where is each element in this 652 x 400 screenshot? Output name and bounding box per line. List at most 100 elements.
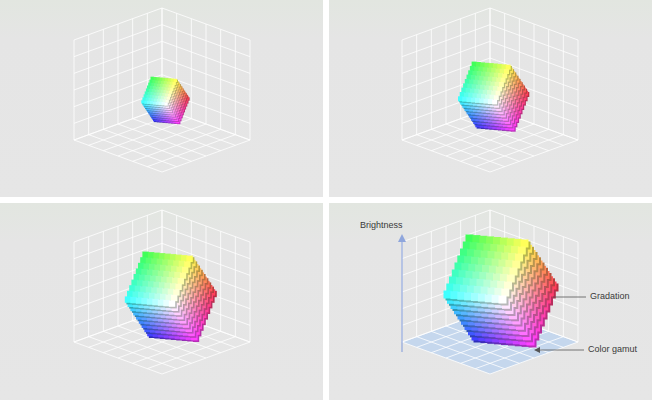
voxel bbox=[166, 84, 169, 87]
voxel bbox=[153, 86, 156, 89]
voxel bbox=[485, 94, 490, 99]
voxel bbox=[153, 77, 156, 80]
voxel bbox=[492, 99, 497, 104]
grid-line bbox=[402, 75, 490, 107]
voxel-shadow bbox=[165, 93, 168, 96]
grid-line bbox=[162, 140, 250, 172]
voxel bbox=[494, 95, 499, 100]
voxel bbox=[483, 90, 488, 95]
voxel bbox=[151, 77, 154, 80]
grid-line bbox=[446, 124, 534, 156]
voxel bbox=[167, 96, 170, 99]
voxel bbox=[162, 87, 165, 90]
voxel bbox=[156, 92, 159, 95]
grid-line bbox=[89, 135, 177, 167]
voxel bbox=[157, 90, 160, 93]
grid-line bbox=[118, 124, 206, 156]
voxel bbox=[475, 75, 480, 80]
voxel bbox=[496, 91, 501, 96]
voxel bbox=[150, 101, 153, 104]
voxel bbox=[168, 78, 171, 81]
voxel bbox=[493, 64, 498, 69]
wireframe-cubes bbox=[74, 8, 578, 374]
voxel bbox=[484, 63, 489, 68]
grid-line bbox=[235, 237, 236, 337]
voxel-shadow bbox=[159, 294, 165, 300]
voxel bbox=[151, 83, 154, 86]
voxel bbox=[472, 62, 477, 67]
wireframe-cube bbox=[74, 8, 250, 172]
voxel bbox=[496, 77, 501, 82]
voxel-shadow bbox=[165, 103, 168, 106]
grid-line bbox=[563, 237, 564, 337]
grid-line bbox=[89, 337, 177, 369]
grid-line bbox=[402, 342, 490, 374]
voxel bbox=[152, 95, 155, 98]
grid-line bbox=[563, 35, 564, 135]
voxel bbox=[163, 99, 166, 102]
voxel-shadow bbox=[167, 94, 170, 97]
color-volume bbox=[141, 77, 189, 125]
voxel bbox=[163, 84, 166, 87]
voxel bbox=[477, 71, 482, 76]
voxel bbox=[165, 78, 168, 81]
voxel bbox=[170, 88, 173, 91]
voxel bbox=[166, 99, 169, 102]
grid-line bbox=[475, 135, 563, 167]
grid-line bbox=[162, 108, 250, 140]
voxel bbox=[491, 68, 496, 73]
voxel bbox=[170, 82, 173, 85]
voxel bbox=[142, 252, 148, 258]
voxel bbox=[148, 98, 151, 101]
voxel bbox=[465, 79, 470, 84]
voxel bbox=[150, 86, 153, 89]
voxel bbox=[142, 97, 145, 100]
grid-line bbox=[162, 342, 250, 374]
voxel bbox=[484, 85, 489, 90]
voxel bbox=[151, 92, 154, 95]
voxel bbox=[161, 96, 164, 99]
voxel bbox=[171, 85, 174, 88]
voxel bbox=[144, 263, 150, 269]
grid-line bbox=[578, 242, 579, 342]
voxel bbox=[147, 86, 150, 89]
voxel bbox=[484, 76, 489, 81]
wireframe-cube bbox=[402, 8, 578, 172]
voxel bbox=[147, 101, 150, 104]
voxel-shadow bbox=[158, 102, 161, 105]
voxel bbox=[171, 79, 174, 82]
voxel-shadow bbox=[483, 99, 488, 104]
voxel bbox=[160, 90, 163, 93]
voxel-shadow bbox=[161, 96, 164, 99]
grid-line bbox=[417, 135, 505, 167]
grid-line bbox=[402, 277, 490, 309]
voxel bbox=[484, 99, 489, 104]
voxel bbox=[140, 257, 146, 263]
grid-line bbox=[74, 310, 162, 342]
voxel bbox=[153, 253, 159, 259]
voxel bbox=[480, 85, 485, 90]
grid-line bbox=[402, 140, 490, 172]
grid-line bbox=[74, 140, 162, 172]
voxel bbox=[497, 86, 502, 91]
voxel bbox=[467, 84, 472, 89]
voxel bbox=[467, 75, 472, 80]
grid-line bbox=[74, 108, 162, 140]
voxel bbox=[488, 77, 493, 82]
voxel bbox=[147, 95, 150, 98]
grid-line bbox=[490, 140, 578, 172]
grid-line bbox=[490, 293, 578, 325]
grid-line bbox=[490, 75, 578, 107]
voxel bbox=[158, 96, 161, 99]
voxel bbox=[168, 84, 171, 87]
voxel bbox=[477, 94, 482, 99]
grid-line bbox=[402, 58, 490, 90]
voxel bbox=[466, 88, 471, 93]
voxel bbox=[462, 97, 467, 102]
voxel bbox=[467, 97, 472, 102]
voxel bbox=[144, 94, 147, 97]
grid-line bbox=[147, 135, 235, 167]
voxel-shadow bbox=[164, 283, 170, 289]
voxel bbox=[164, 81, 167, 84]
